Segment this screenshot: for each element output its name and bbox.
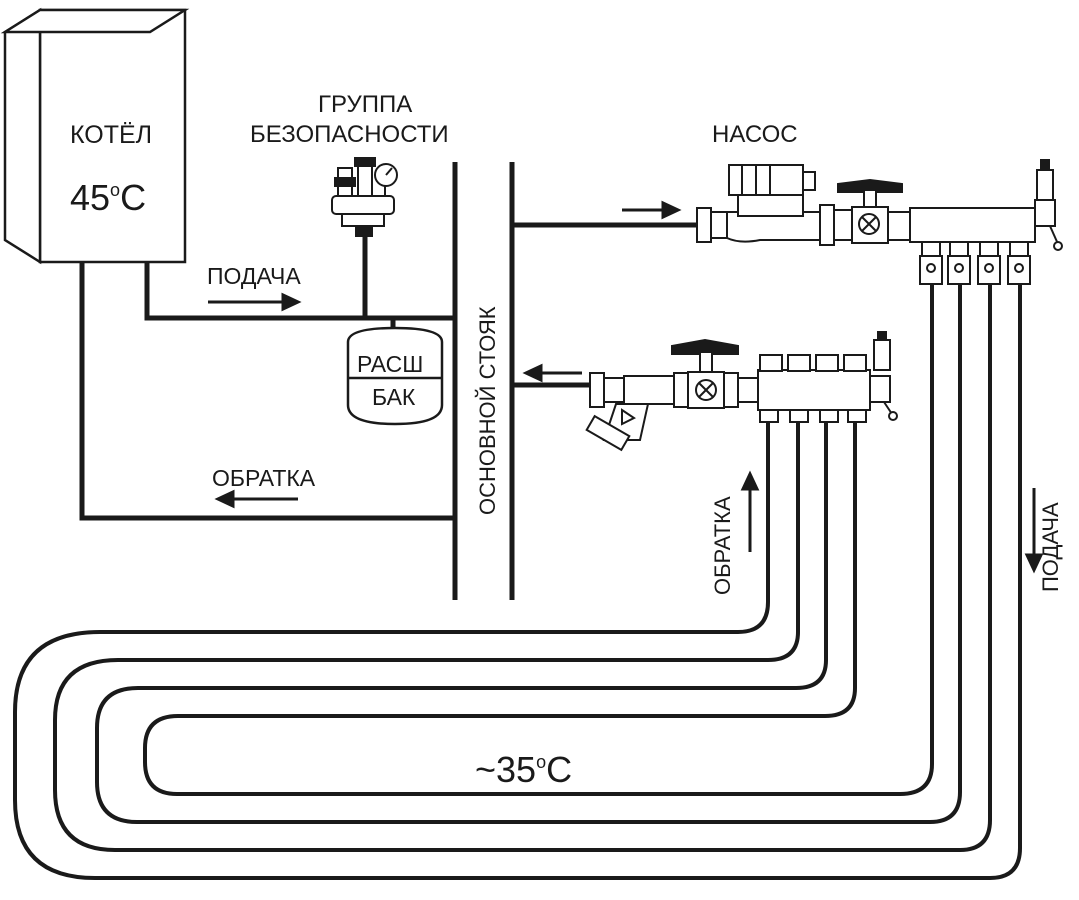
flow-arrow-icon: [622, 200, 682, 220]
flow-arrow-icon: [1024, 488, 1044, 574]
loop-temp: ~35оС: [475, 749, 572, 790]
tank-label-1: РАСШ: [357, 351, 423, 377]
return-manifold-caps: [759, 354, 867, 423]
supply-label-vertical: ПОДАЧА: [1038, 502, 1063, 592]
boiler-temp: 45оС: [70, 177, 146, 218]
supply-manifold-outlets: [919, 241, 1031, 285]
tank-label-2: БАК: [372, 384, 416, 410]
expansion-tank: [346, 326, 444, 426]
valve-icon: [695, 379, 717, 401]
flow-arrow-icon: [208, 292, 302, 312]
riser-label: ОСНОВНОЙ СТОЯК: [475, 306, 500, 515]
pump: [696, 164, 1056, 246]
return-manifold: [585, 338, 891, 452]
safety-group-label-1: ГРУППА: [318, 91, 412, 118]
return-label-left: ОБРАТКА: [212, 465, 316, 491]
air-vent-icon: [873, 331, 898, 421]
flow-arrow-icon: [522, 363, 582, 383]
strainer-icon: [621, 408, 636, 426]
boiler-label: КОТЁЛ: [70, 121, 152, 149]
supply-label-left: ПОДАЧА: [207, 263, 301, 289]
boiler-pipes: [79, 232, 455, 521]
floor-heating-loops: [13, 284, 1022, 880]
boiler: [0, 7, 190, 265]
gauge-icon: [374, 163, 398, 187]
return-label-vertical: ОБРАТКА: [710, 496, 735, 595]
flow-arrow-icon: [214, 489, 298, 509]
flow-arrow-icon: [740, 470, 760, 552]
main-riser: [452, 162, 515, 600]
pump-label: НАСОС: [712, 121, 798, 148]
valve-icon: [858, 213, 880, 235]
safety-group: [331, 157, 395, 237]
safety-group-label-2: БЕЗОПАСНОСТИ: [250, 121, 449, 148]
riser-pipes: [512, 222, 700, 388]
air-vent-icon: [1036, 159, 1063, 251]
